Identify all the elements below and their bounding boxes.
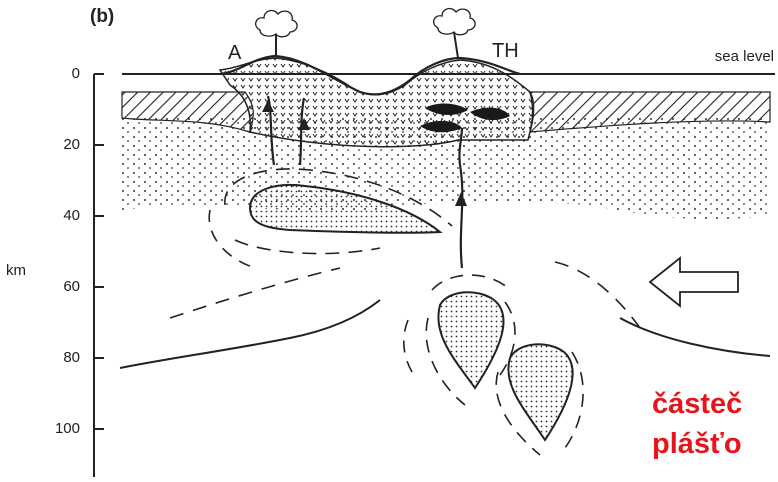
slab-dashed: [555, 262, 640, 328]
lithosphere-base-dashed: [170, 268, 340, 318]
tick-label-80: 80: [40, 349, 80, 366]
volcano-label-TH: TH: [492, 40, 519, 63]
caption-line-1: částeč: [652, 388, 742, 421]
panel-label: (b): [90, 6, 114, 28]
tick-label-40: 40: [40, 207, 80, 224]
plate-motion-arrow: [650, 258, 738, 306]
tick-label-0: 0: [40, 65, 80, 82]
diapir-2: [508, 344, 572, 440]
caption-line-2: plášťo: [652, 428, 742, 461]
diapir-1: [438, 292, 503, 388]
tick-label-20: 20: [40, 136, 80, 153]
y-axis-ticks: [94, 74, 104, 429]
eruption-cloud-TH: [434, 9, 475, 58]
tick-label-100: 100: [40, 420, 80, 437]
lithosphere-base-right: [620, 318, 770, 356]
sea-level-label: sea level: [715, 48, 774, 65]
axis-unit-label: km: [6, 262, 26, 279]
tick-label-60: 60: [40, 278, 80, 295]
volcano-label-A: A: [228, 42, 241, 65]
lithosphere-base-left: [120, 300, 380, 368]
eruption-cloud-A: [256, 11, 297, 56]
